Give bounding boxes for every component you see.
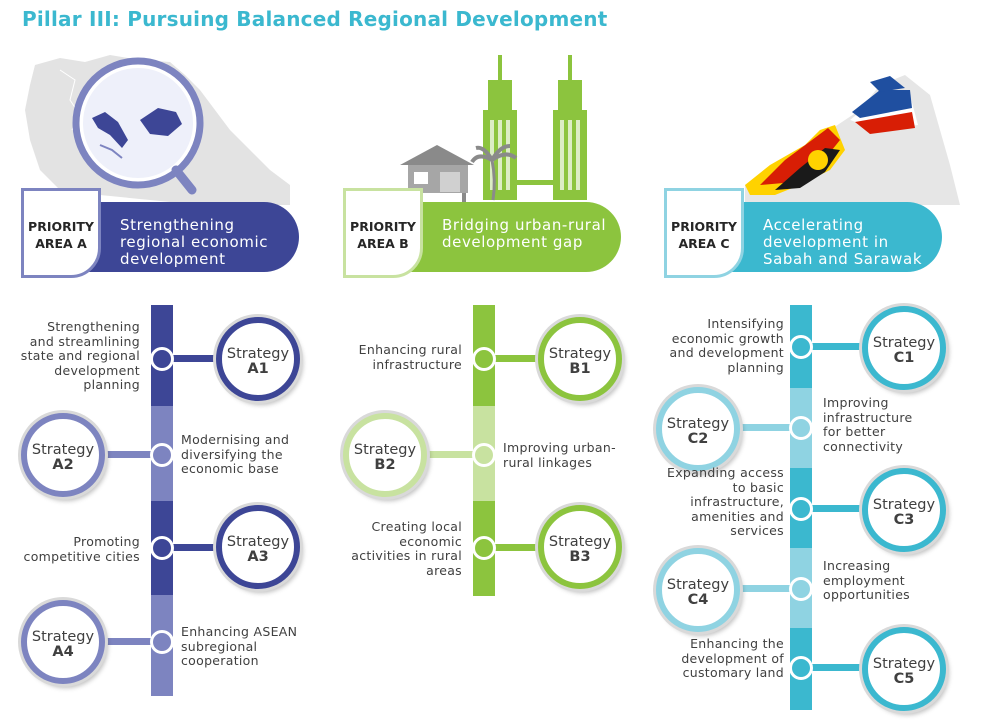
timeline-node-c2 <box>789 416 813 440</box>
strategy-b1-description: Enhancing rural infrastructure <box>358 342 462 372</box>
connector-c5 <box>801 664 871 671</box>
strategy-c2-description: Improving infrastructure for better conn… <box>823 395 913 454</box>
connector-b3 <box>484 544 548 551</box>
strategy-a2-word: Strategy <box>31 442 95 458</box>
strategy-b3-description: Creating local economic activities in ru… <box>351 519 462 578</box>
strategy-c3-word: Strategy <box>872 497 936 513</box>
timeline-node-c3 <box>789 497 813 521</box>
strategy-c1-code: C1 <box>893 350 915 366</box>
timeline-node-c4 <box>789 577 813 601</box>
strategy-c5-code: C5 <box>893 671 915 687</box>
sabah-sarawak-map-flags-icon <box>745 75 960 205</box>
priority-area-c-badge <box>664 188 744 278</box>
strategy-a2-description: Modernising and diversifying the economi… <box>181 432 290 476</box>
strategy-b2-code: B2 <box>374 457 396 473</box>
strategy-b2-word: Strategy <box>353 442 417 458</box>
strategy-c3-code: C3 <box>893 512 915 528</box>
priority-area-c-title: Accelerating development in Sabah and Sa… <box>763 216 923 268</box>
timeline-node-a1 <box>150 347 174 371</box>
timeline-node-c1 <box>789 335 813 359</box>
strategy-b1-word: Strategy <box>548 346 612 362</box>
strategy-c4-code: C4 <box>687 592 709 608</box>
strategy-b3-word: Strategy <box>548 534 612 550</box>
strategy-b2-description: Improving urban-rural linkages <box>503 440 616 470</box>
strategy-b1-code: B1 <box>569 361 591 377</box>
timeline-node-b3 <box>472 536 496 560</box>
timeline-node-c5 <box>789 656 813 680</box>
priority-area-b-badge <box>343 188 423 278</box>
connector-c3 <box>801 505 871 512</box>
connector-c4 <box>738 585 801 592</box>
strategy-c1-description: Intensifying economic growth and develop… <box>669 316 784 375</box>
strategy-a3-code: A3 <box>247 549 269 565</box>
strategy-a1-description: Strengthening and streamlining state and… <box>20 319 140 392</box>
strategy-c3-description: Expanding access to basic infrastructure… <box>667 465 784 538</box>
strategy-c5-description: Enhancing the development of customary l… <box>681 636 784 680</box>
strategy-c5-word: Strategy <box>872 656 936 672</box>
page-title: Pillar III: Pursuing Balanced Regional D… <box>22 7 608 31</box>
connector-a2 <box>100 451 162 458</box>
connector-c1 <box>801 343 871 350</box>
timeline-node-a2 <box>150 443 174 467</box>
priority-area-b-title: Bridging urban-rural development gap <box>442 216 607 251</box>
strategy-a3-description: Promoting competitive cities <box>23 534 140 564</box>
strategy-c2-word: Strategy <box>666 416 730 432</box>
strategy-c4-word: Strategy <box>666 577 730 593</box>
strategy-a1-code: A1 <box>247 361 269 377</box>
strategy-a4-description: Enhancing ASEAN subregional cooperation <box>181 624 298 668</box>
connector-a3 <box>162 544 226 551</box>
strategy-c1-word: Strategy <box>872 335 936 351</box>
timeline-node-b1 <box>472 347 496 371</box>
strategy-b3-code: B3 <box>569 549 591 565</box>
city-towers-and-village-house-icon <box>400 55 587 208</box>
strategy-a4-word: Strategy <box>31 629 95 645</box>
strategy-a2-code: A2 <box>52 457 74 473</box>
southeast-asia-map-magnifier-icon <box>25 55 290 205</box>
strategy-a3-word: Strategy <box>226 534 290 550</box>
priority-area-a-title: Strengthening regional economic developm… <box>120 216 269 268</box>
strategy-a4-code: A4 <box>52 644 74 660</box>
timeline-node-b2 <box>472 443 496 467</box>
connector-a1 <box>162 355 226 362</box>
strategy-c2-code: C2 <box>687 431 709 447</box>
timeline-node-a3 <box>150 536 174 560</box>
strategy-a1-word: Strategy <box>226 346 290 362</box>
timeline-node-a4 <box>150 630 174 654</box>
strategy-c4-description: Increasing employment opportunities <box>823 558 910 602</box>
connector-a4 <box>100 638 162 645</box>
connector-b2 <box>422 451 484 458</box>
priority-area-a-badge <box>21 188 101 278</box>
connector-c2 <box>738 424 801 431</box>
connector-b1 <box>484 355 548 362</box>
